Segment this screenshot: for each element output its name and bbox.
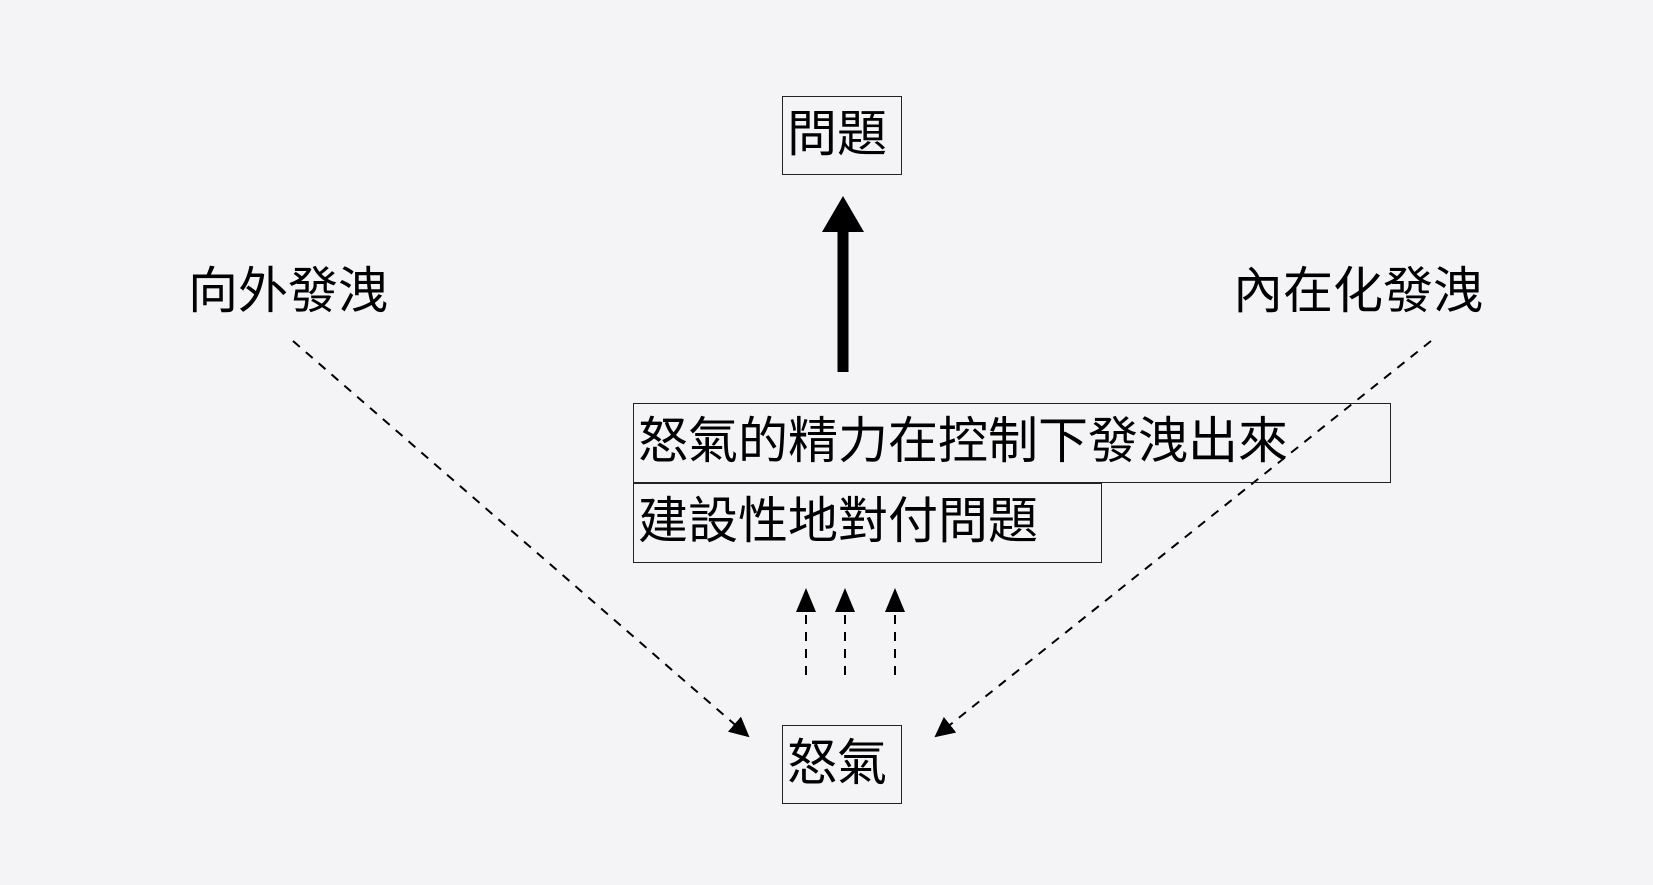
node-constructive: 建設性地對付問題 [633,483,1102,563]
node-constructive-label: 建設性地對付問題 [638,492,1038,550]
dashed-arrow-left-head [796,588,816,612]
node-anger: 怒氣 [782,725,902,804]
dashed-arrow-middle-head [835,588,855,612]
dashed-internalized-to-anger [934,340,1432,738]
node-anger-label: 怒氣 [787,734,887,792]
arrow-to-problem-head [822,196,864,232]
label-outward-release: 向外發洩 [188,262,388,320]
label-internalized-release: 內在化發洩 [1233,262,1483,320]
node-problem: 問題 [782,96,902,175]
node-controlled-release: 怒氣的精力在控制下發洩出來 [633,403,1391,483]
node-problem-label: 問題 [787,105,887,163]
node-controlled-release-label: 怒氣的精力在控制下發洩出來 [638,412,1288,470]
dashed-arrow-right-head [885,588,905,612]
